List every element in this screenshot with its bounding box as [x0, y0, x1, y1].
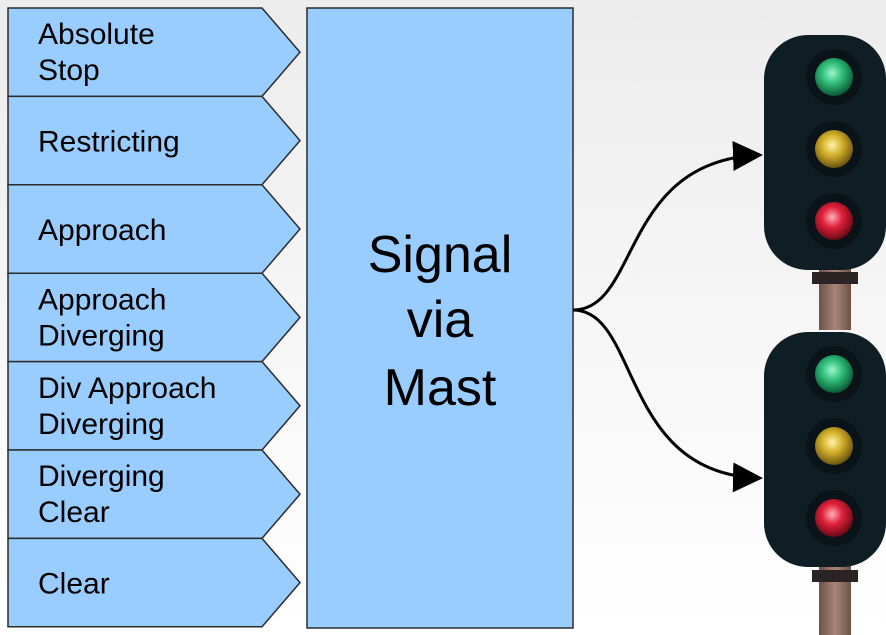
aspect-box-shape	[7, 360, 301, 451]
mast-label-line-3: Mast	[384, 359, 497, 417]
connector-arrows	[572, 141, 763, 493]
aspect-label: Approach	[38, 283, 166, 316]
lamp-red	[815, 499, 853, 537]
aspect-box: Restricting	[7, 95, 301, 186]
aspect-box: Approach	[7, 184, 301, 274]
lamp-green	[815, 355, 853, 393]
aspect-label: Clear	[38, 568, 110, 601]
mast-label-line-2: via	[407, 291, 474, 349]
aspect-label: Diverging	[38, 319, 165, 352]
lamp-yellow	[815, 130, 853, 168]
lamp-yellow	[815, 427, 853, 465]
aspect-label: Approach	[38, 214, 166, 247]
aspect-label: Diverging	[38, 460, 165, 493]
aspect-box-shape	[7, 272, 301, 363]
signal-heads	[764, 35, 886, 635]
arrow-to-lower-signal	[572, 308, 763, 493]
aspect-list: AbsoluteStopRestrictingApproachApproachD…	[7, 7, 301, 628]
mast-label-line-1: Signal	[368, 226, 513, 284]
signal-mast-box: Signal via Mast	[306, 7, 574, 629]
aspect-label: Diverging	[38, 408, 165, 441]
arrow-to-upper-signal	[572, 141, 763, 312]
aspect-box: Clear	[7, 537, 301, 628]
signal-pole-collar	[812, 570, 858, 582]
aspect-box-shape	[7, 184, 301, 274]
aspect-box-shape	[7, 7, 301, 98]
signal-pole-collar	[812, 272, 858, 284]
signal-head	[764, 332, 886, 635]
lamp-green	[815, 58, 853, 96]
signal-head	[764, 35, 886, 330]
aspect-label: Div Approach	[38, 372, 216, 405]
aspect-label: Clear	[38, 496, 110, 529]
lamp-red	[815, 202, 853, 240]
aspect-label: Stop	[38, 54, 100, 87]
aspect-label: Restricting	[38, 126, 180, 159]
aspect-label: Absolute	[38, 18, 155, 51]
aspect-box-shape	[7, 537, 301, 628]
aspect-box-shape	[7, 449, 301, 540]
aspect-box-shape	[7, 95, 301, 186]
